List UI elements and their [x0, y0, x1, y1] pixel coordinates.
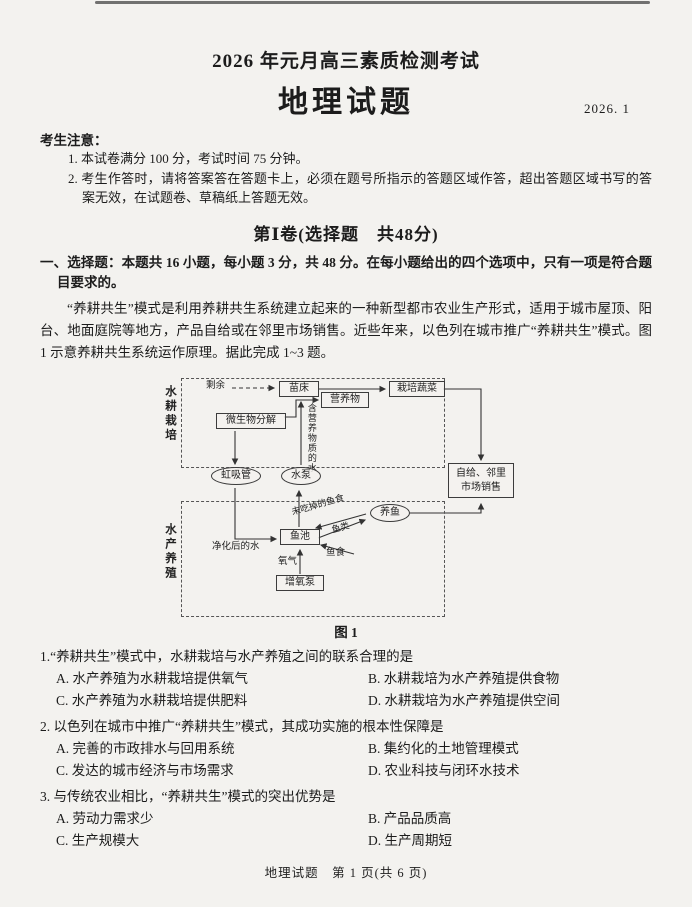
aerator-node: 增氧泵 [276, 575, 324, 592]
question-3-option-d: D. 生产周期短 [368, 832, 452, 848]
siphon-node: 虹吸管 [211, 467, 261, 486]
aquaculture-region [181, 501, 445, 618]
fish-tank-node: 鱼池 [280, 529, 320, 546]
question-2-options: A. 完善的市政排水与回用系统 B. 集约化的土地管理模式 C. 发达的城市经济… [40, 738, 652, 781]
question-1-option-d: D. 水耕栽培为水产养殖提供空间 [368, 692, 560, 708]
question-2-option-a: A. 完善的市政排水与回用系统 [56, 741, 235, 757]
question-1-option-a: A. 水产养殖为水耕栽培提供氧气 [56, 671, 248, 687]
fish-feed-label: 鱼食 [326, 547, 346, 559]
question-2-option-b: B. 集约化的土地管理模式 [368, 741, 519, 757]
purified-water-label: 净化后的水 [212, 541, 260, 553]
notice-item-2: 2. 考生作答时，请将答案答在答题卡上，必须在题号所指示的答题区域作答，超出答题… [68, 170, 652, 206]
question-1-options: A. 水产养殖为水耕栽培提供氧气 B. 水耕栽培为水产养殖提供食物 C. 水产养… [40, 668, 652, 711]
question-3: 3. 与传统农业相比，“养耕共生”模式的突出优势是 A. 劳动力需求少 B. 产… [40, 787, 652, 851]
question-1-stem: 1.“养耕共生”模式中，水耕栽培与水产养殖之间的联系合理的是 [40, 649, 414, 665]
figure-caption: 图 1 [334, 625, 358, 641]
exam-title: 2026 年元月高三素质检测考试 [212, 51, 480, 72]
notice-item-1: 1. 本试卷满分 100 分，考试时间 75 分钟。 [68, 151, 309, 166]
nutrient-water-label: 含营养物质的水 [306, 403, 317, 474]
paper-title: 地理试题 [278, 86, 414, 119]
market-node: 自给、邻里市场销售 [448, 463, 514, 499]
fish-farming-node: 养鱼 [370, 504, 410, 523]
nutrients-node: 营养物 [321, 392, 369, 409]
diagram-arrows [231, 384, 485, 575]
microbes-node: 微生物分解 [216, 413, 286, 430]
passage: “养耕共生”模式是利用养耕共生系统建立起来的一种新型都市农业生产形式，适用于城市… [40, 301, 652, 360]
question-1: 1.“养耕共生”模式中，水耕栽培与水产养殖之间的联系合理的是 A. 水产养殖为水… [40, 647, 652, 711]
paper-date: 2026. 1 [584, 101, 630, 116]
question-1-option-b: B. 水耕栽培为水产养殖提供食物 [368, 671, 560, 687]
question-3-option-b: B. 产品品质高 [368, 811, 452, 827]
question-3-options: A. 劳动力需求少 B. 产品品质高 C. 生产规模大 D. 生产周期短 [40, 808, 652, 851]
section-intro: 一、选择题：本题共 16 小题，每小题 3 分，共 48 分。在每小题给出的四个… [40, 254, 652, 291]
aquaculture-label: 水产养殖 [164, 523, 176, 582]
question-3-stem: 3. 与传统农业相比，“养耕共生”模式的突出优势是 [40, 789, 336, 805]
scan-artifact [95, 1, 650, 4]
question-3-option-c: C. 生产规模大 [56, 832, 140, 848]
surplus-label: 剩余 [206, 380, 226, 392]
question-3-option-a: A. 劳动力需求少 [56, 811, 154, 827]
hydroponics-region [181, 378, 445, 469]
question-2: 2. 以色列在城市中推广“养耕共生”模式，其成功实施的根本性保障是 A. 完善的… [40, 717, 652, 781]
question-2-option-d: D. 农业科技与闭环水技术 [368, 762, 520, 778]
question-2-option-c: C. 发达的城市经济与市场需求 [56, 762, 234, 778]
hydroponics-label: 水耕栽培 [164, 385, 176, 444]
seedbed-node: 苗床 [279, 381, 319, 398]
question-2-stem: 2. 以色列在城市中推广“养耕共生”模式，其成功实施的根本性保障是 [40, 719, 444, 735]
notice-label: 考生注意： [40, 133, 108, 148]
paper-title-row: 地理试题 2026. 1 [40, 77, 652, 121]
vegetables-node: 栽培蔬菜 [389, 381, 445, 398]
page-footer: 地理试题 第 1 页(共 6 页) [264, 866, 428, 880]
oxygen-label: 氧气 [278, 556, 298, 568]
question-1-option-c: C. 水产养殖为水耕栽培提供肥料 [56, 692, 248, 708]
pump-node: 水泵 [281, 467, 321, 486]
aquaponics-diagram: 水耕栽培 水产养殖 剩余 苗床 营养物 栽培蔬菜 微生物分解 含营养物质的水 虹… [156, 373, 536, 619]
section-title: 第Ⅰ卷(选择题 共48分) [253, 224, 439, 244]
